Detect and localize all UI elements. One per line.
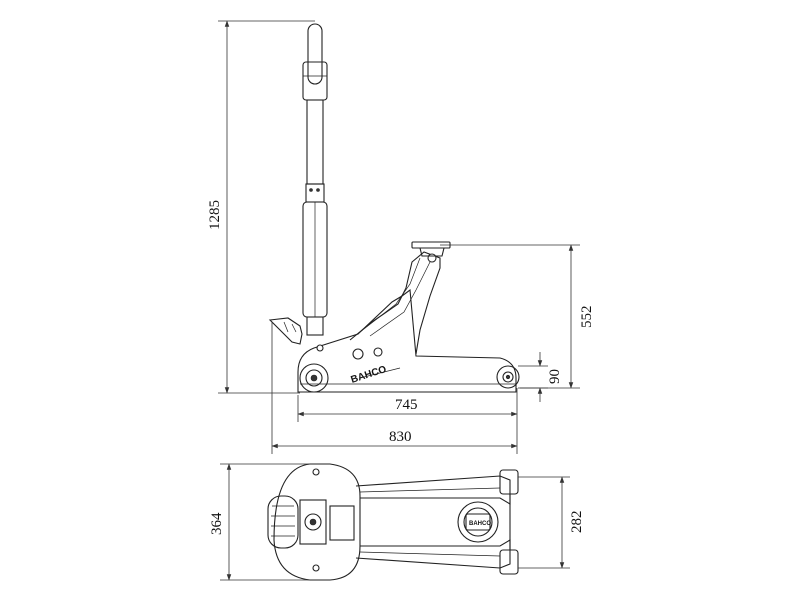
dimension-745: 745 [297, 388, 518, 422]
top-logo: BAHCO [469, 521, 491, 527]
dim-length: 830 [389, 429, 412, 445]
dimension-282: 282 [518, 476, 585, 569]
dim-min-height: 90 [547, 369, 563, 384]
dimension-364: 364 [209, 463, 310, 581]
dimension-90: 90 [518, 352, 563, 402]
dimension-830: 830 [271, 322, 518, 454]
dim-width-rear: 282 [569, 511, 585, 534]
handle [302, 23, 328, 336]
rear-castor-wheel [299, 363, 329, 393]
dim-height-total: 1285 [207, 200, 223, 230]
side-logo: BAHCO [350, 364, 388, 386]
dim-max-lift: 552 [579, 306, 595, 329]
dimension-552: 552 [440, 244, 595, 389]
dim-width-total: 364 [209, 512, 225, 535]
side-view: BAHCO 1285 552 [207, 20, 595, 454]
dimension-1285: 1285 [207, 20, 315, 394]
dim-wheelbase: 745 [395, 397, 418, 413]
top-view: BAHCO 364 282 [209, 463, 585, 581]
front-wheel [496, 365, 520, 389]
